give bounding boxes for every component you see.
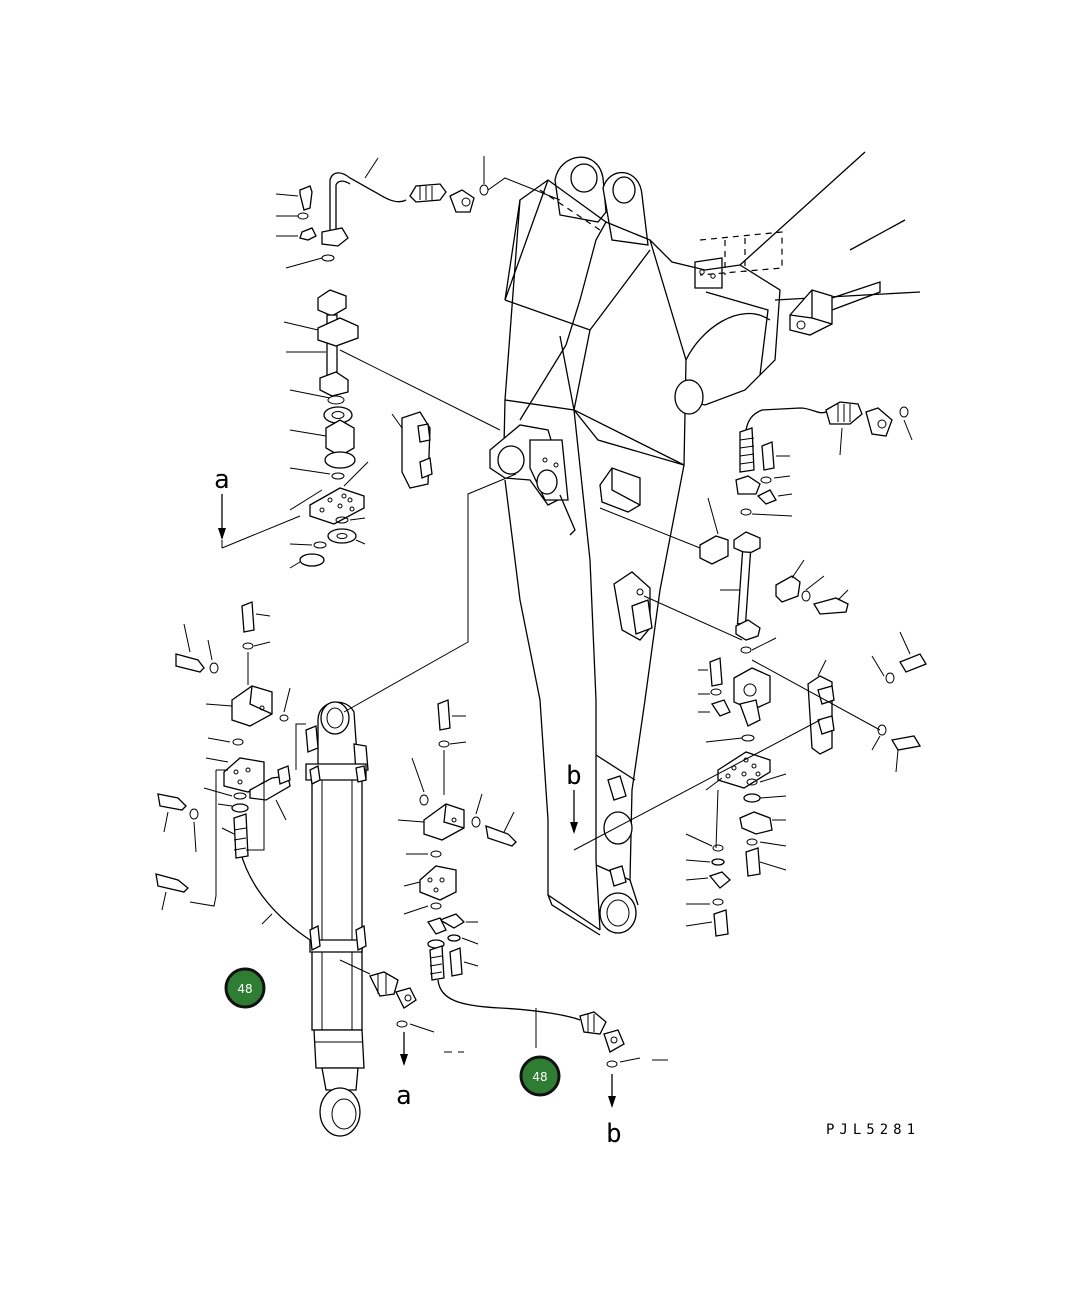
arrow-label-a-lower: a [396,1081,412,1111]
right-pipe-assembly [573,401,927,937]
arrow-a-upper: a [214,465,301,549]
arrow-label-b-lower: b [606,1119,622,1149]
drawing-code: PJL5281 [826,1122,920,1138]
arrow-label-a-upper: a [214,465,230,495]
arrow-b-lower: b [606,1074,622,1149]
left-valve-blocks [155,601,306,911]
arrow-label-b-upper: b [566,761,582,791]
middle-valve-blocks [343,473,668,1068]
arrow-a-lower: a [396,1032,464,1111]
callout-badge-label: 48 [237,982,252,996]
callout-badge-circle[interactable] [519,1055,561,1097]
callout-48-right[interactable]: 48 [519,1055,561,1097]
boom-arm [489,151,921,936]
callout-badge-label: 48 [532,1070,547,1084]
boom-cylinder [239,701,435,1137]
upper-pipe-assembly [275,156,561,569]
callout-badge-circle[interactable] [224,967,266,1009]
arrow-b-upper: b [566,761,582,834]
callout-48-left[interactable]: 48 [224,967,266,1009]
